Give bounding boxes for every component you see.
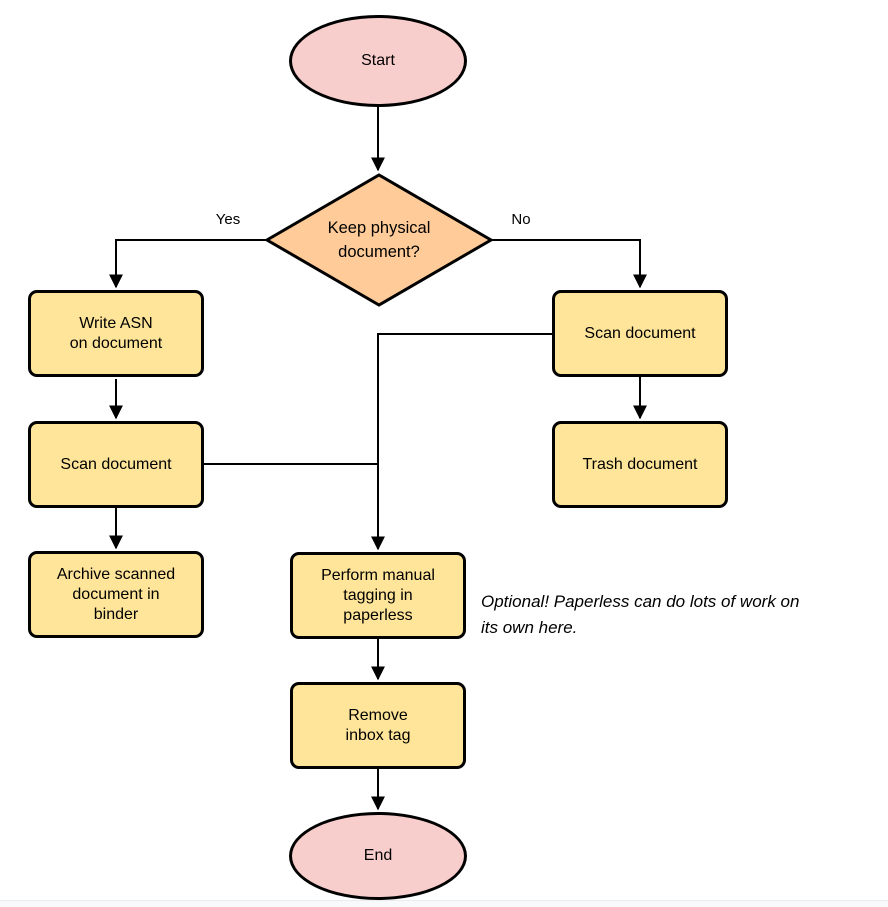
edge-decision-write-asn	[109, 239, 266, 289]
edge-scan-right-tagging	[371, 333, 552, 551]
remove-inbox-tag-node: Remove inbox tag	[290, 682, 466, 769]
edge-label-no: No	[511, 211, 531, 228]
page-bottom-strip	[0, 900, 888, 907]
decision-label: Keep physical document?	[327, 219, 431, 261]
write-asn-node: Write ASN on document	[28, 290, 204, 377]
manual-tagging-node: Perform manual tagging in paperless	[290, 552, 466, 639]
end-node: End	[289, 812, 467, 900]
edge-decision-scan-right	[492, 239, 647, 289]
scan-document-right-node: Scan document	[552, 290, 728, 377]
edge-label-yes: Yes	[215, 211, 241, 228]
start-node: Start	[289, 15, 467, 107]
decision-node: Keep physical document?	[264, 172, 494, 308]
scan-document-left-node: Scan document	[28, 421, 204, 508]
decision-diamond-shape	[264, 173, 494, 307]
archive-node: Archive scanned document in binder	[28, 551, 204, 638]
trash-document-node: Trash document	[552, 421, 728, 508]
optional-note: Optional! Paperless can do lots of work …	[481, 592, 800, 637]
